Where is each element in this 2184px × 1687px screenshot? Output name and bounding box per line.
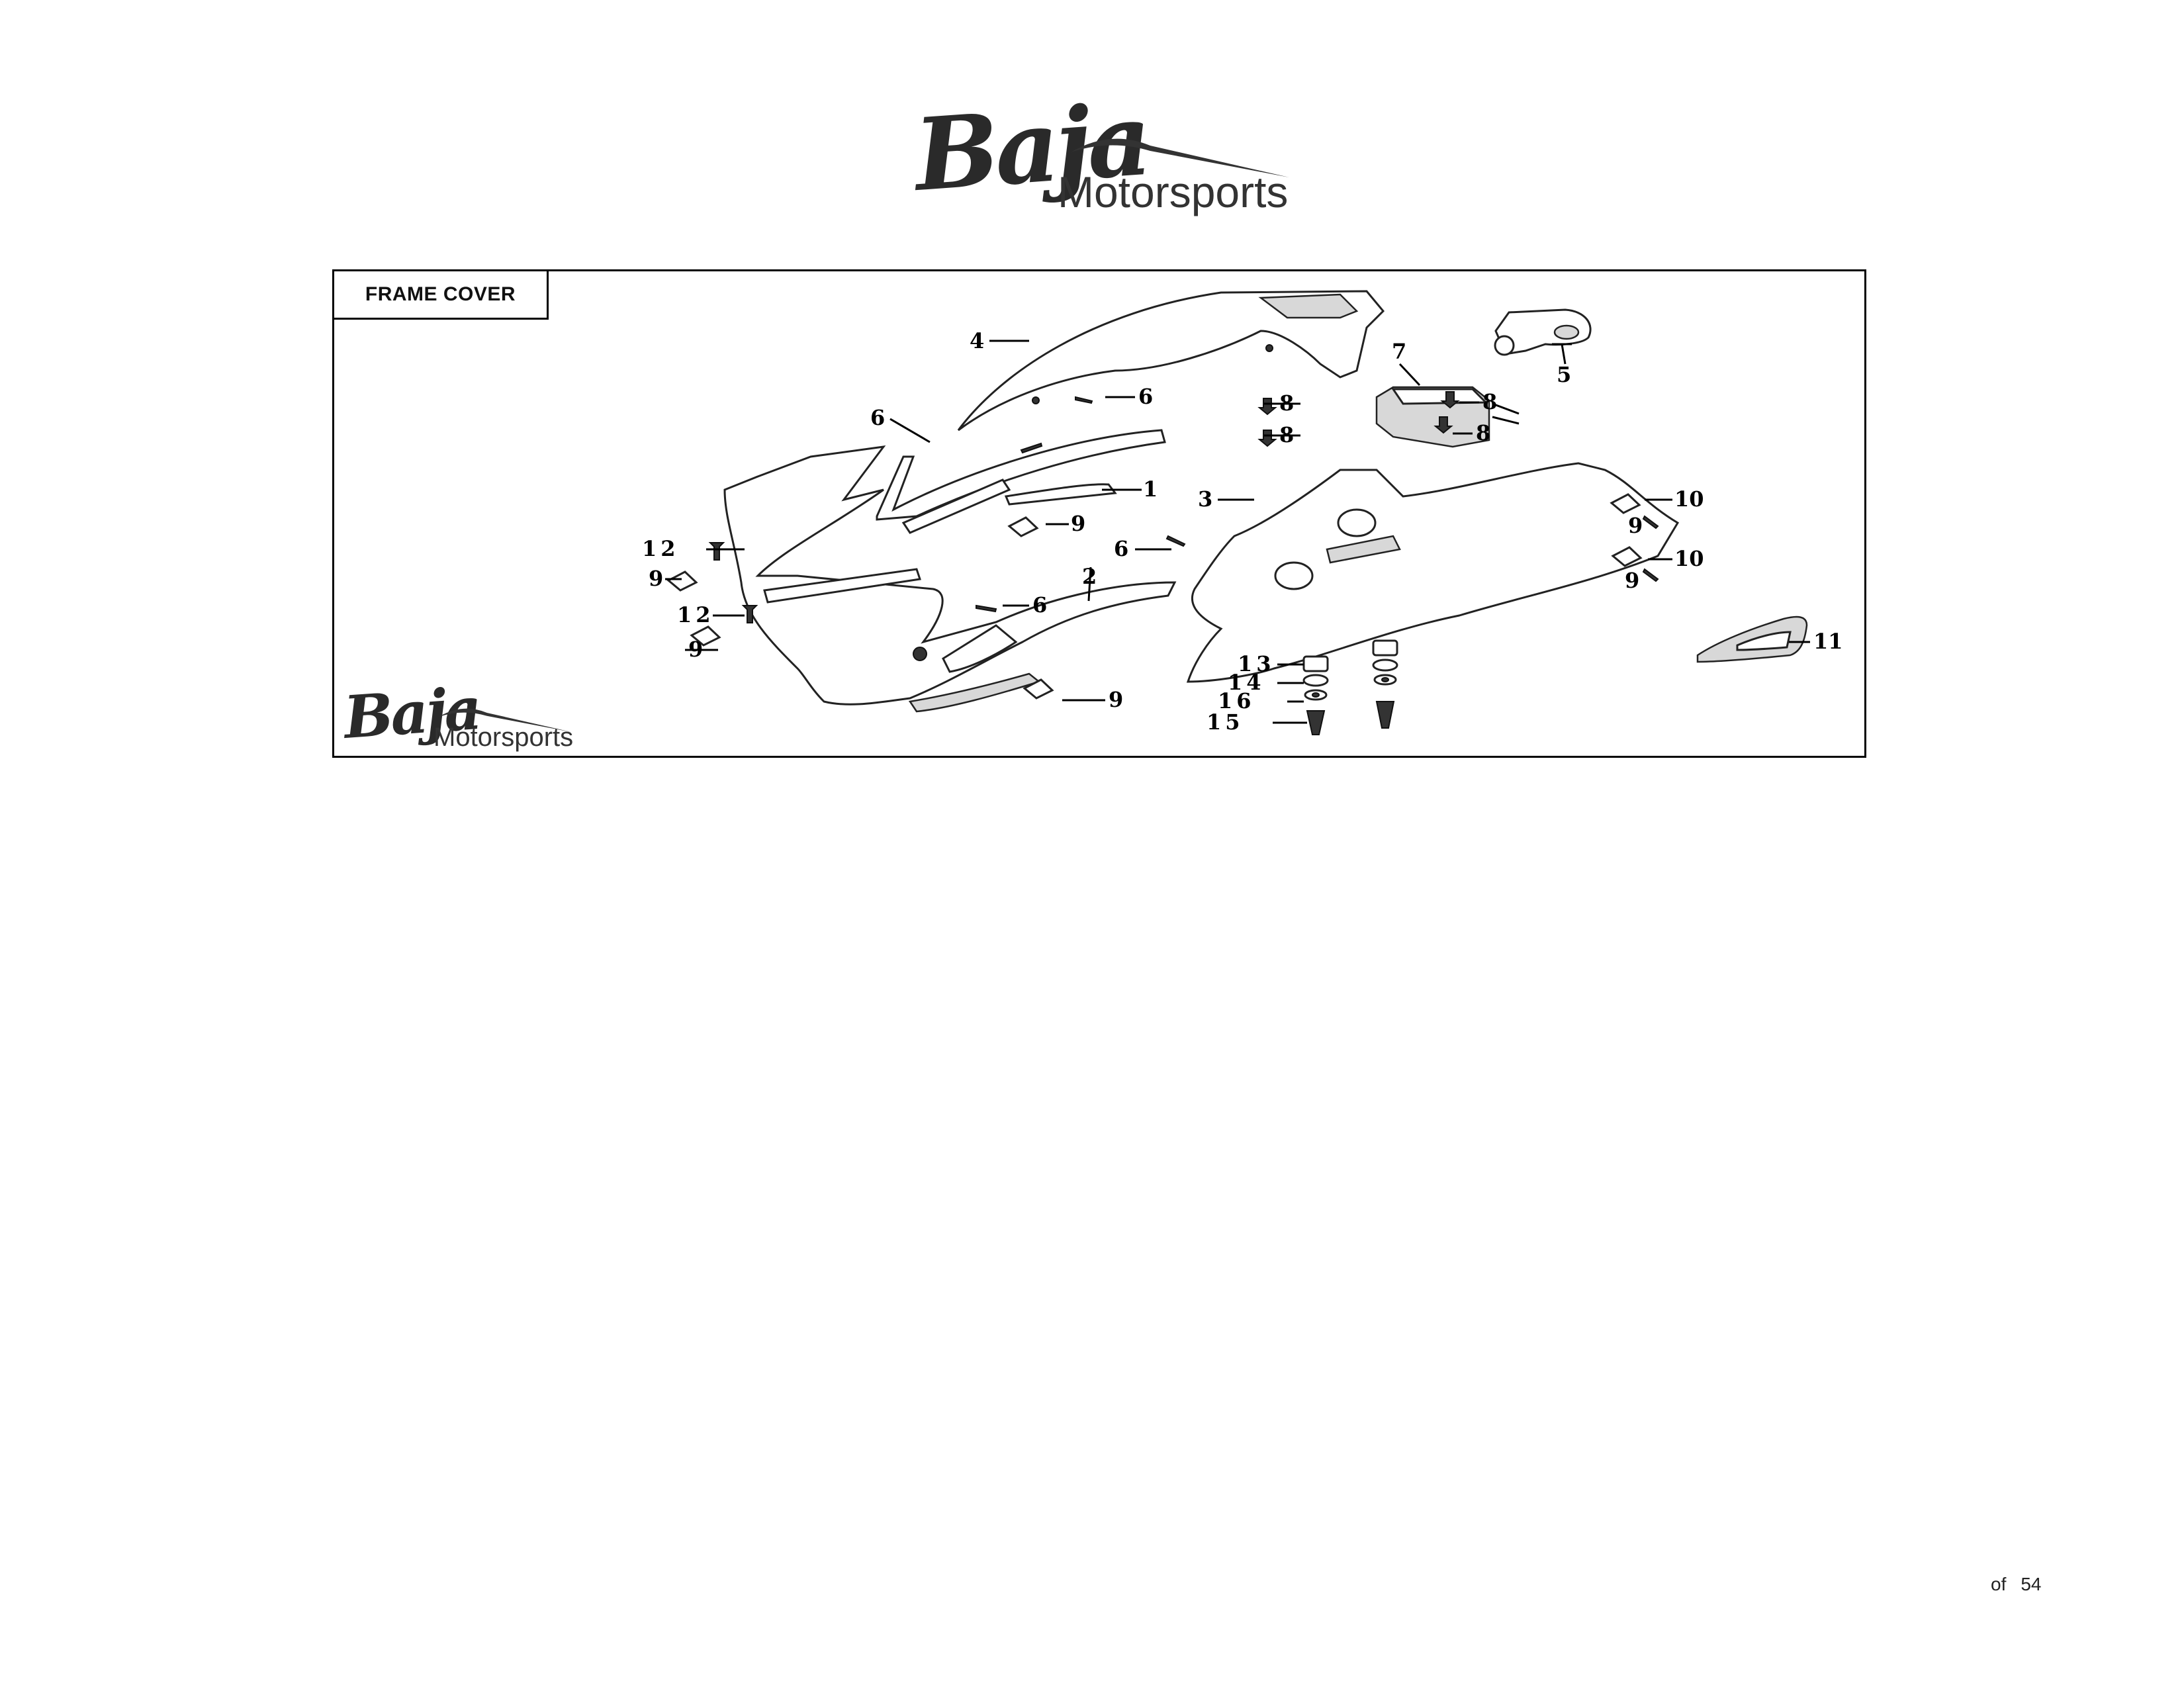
part-4-upper-cover [957, 290, 1385, 432]
callout-6: 6 [870, 405, 885, 430]
callout-8: 8 [1476, 420, 1490, 445]
logo-swoosh-icon [439, 708, 571, 733]
brand-logo-subtitle: Motorsports [1058, 167, 1289, 216]
callout-6: 6 [1032, 592, 1047, 617]
callout-8: 8 [1482, 389, 1497, 414]
callout-13: 13 [1238, 651, 1275, 676]
section-title: FRAME COVER [332, 269, 549, 320]
callout-12: 12 [677, 602, 715, 627]
callout-9: 9 [688, 637, 703, 662]
callout-15: 15 [1206, 709, 1244, 735]
logo-swoosh-icon [1071, 138, 1289, 177]
callout-9: 9 [649, 566, 663, 591]
callout-4: 4 [970, 328, 984, 353]
callout-2: 2 [1082, 564, 1097, 589]
part-3-rear-cover [1186, 462, 1680, 683]
callout-6: 6 [1138, 384, 1153, 409]
exploded-parts-diagram: 4 6 6 1 7 5 8 8 8 8 9 6 3 2 6 12 9 12 9 … [642, 290, 1843, 735]
callout-8: 8 [1279, 390, 1294, 416]
fasteners [666, 391, 1659, 735]
page-footer: of 54 [1991, 1574, 2042, 1595]
brand-logo-top: Baja Motorsports [911, 81, 1289, 218]
page-of-label: of [1991, 1574, 2007, 1594]
callout-1: 1 [1143, 477, 1158, 502]
callout-10: 10 [1674, 486, 1704, 512]
callout-leaders [665, 340, 1810, 724]
part-5-bracket [1494, 308, 1592, 356]
callout-5: 5 [1557, 362, 1571, 387]
callout-16: 16 [1218, 688, 1255, 713]
callout-9: 9 [1628, 513, 1643, 538]
callout-12: 12 [642, 536, 680, 561]
page-total: 54 [2021, 1574, 2042, 1594]
callout-9: 9 [1071, 511, 1085, 536]
callout-11: 11 [1813, 629, 1843, 654]
callout-9: 9 [1109, 687, 1123, 712]
brand-logo-bottom: Baja Motorsports [341, 674, 624, 754]
brand-logo-subtitle: Motorsports [433, 723, 574, 752]
part-1-side-trim [876, 429, 1166, 534]
diagram-frame: FRAME COVER [332, 269, 1866, 758]
callout-10: 10 [1674, 546, 1704, 571]
callout-14: 14 [1228, 670, 1265, 695]
callout-9: 9 [1625, 568, 1639, 593]
callout-7: 7 [1392, 339, 1406, 364]
callout-8: 8 [1279, 422, 1294, 447]
part-2-lower-cover [723, 445, 1177, 713]
part-11-side-reflector [1696, 616, 1808, 663]
callout-3: 3 [1198, 486, 1212, 512]
callout-6: 6 [1114, 536, 1128, 561]
